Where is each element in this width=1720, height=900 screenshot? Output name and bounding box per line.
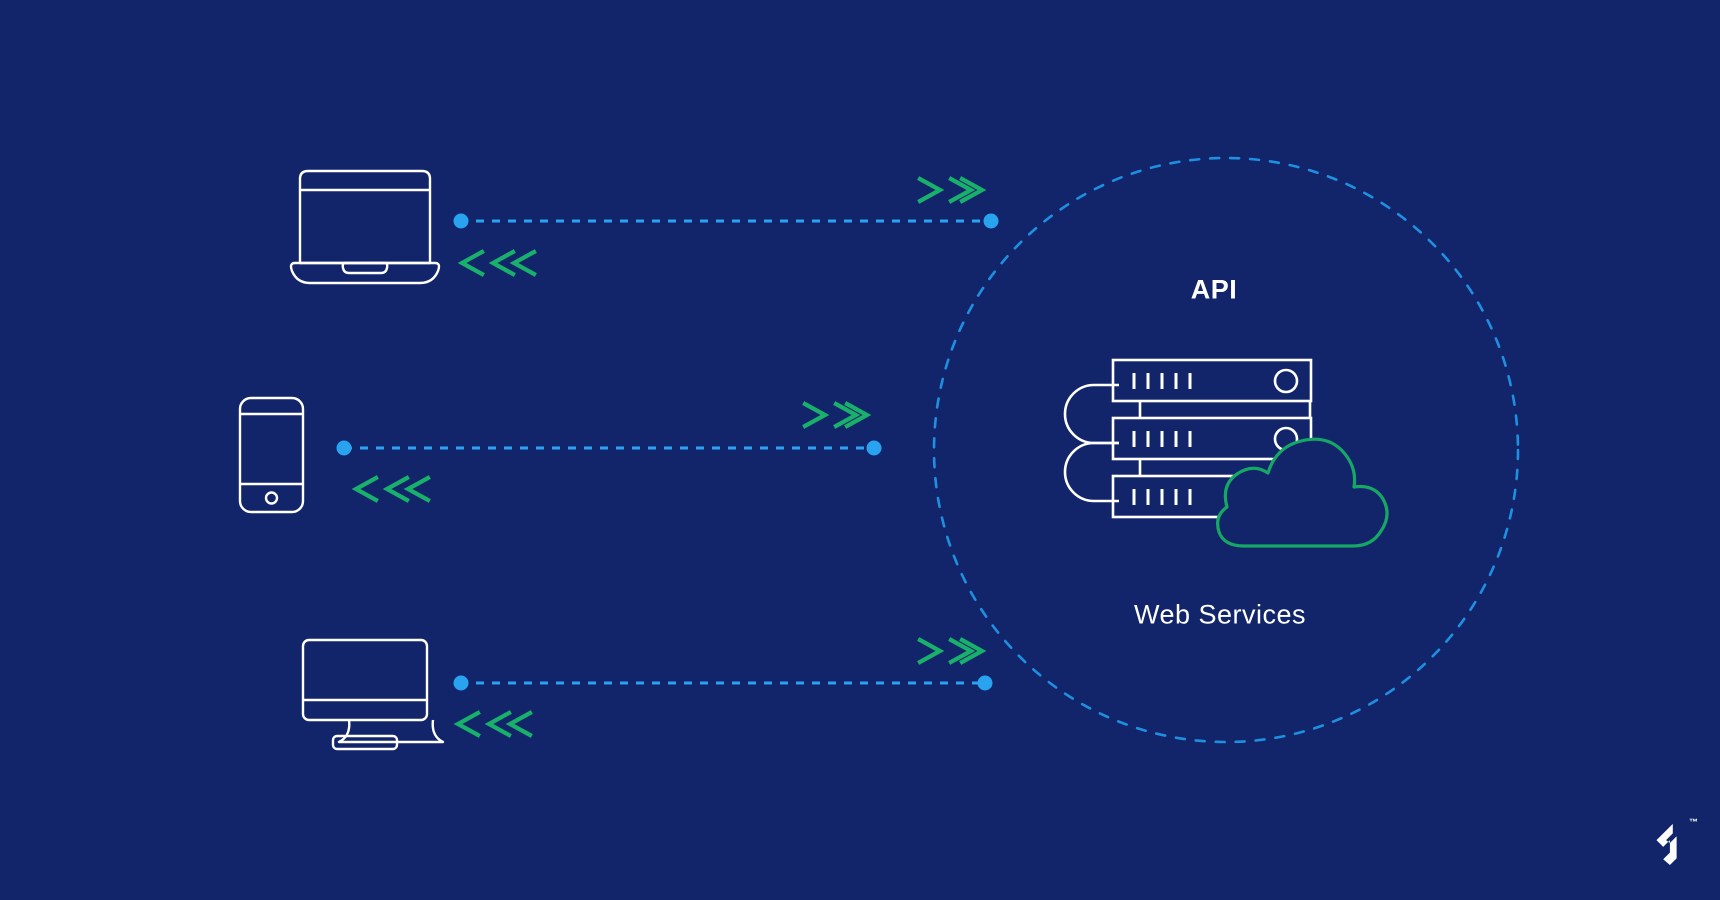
desktop-request-chevrons <box>917 637 987 665</box>
desktop-connector-dot-start <box>453 675 469 691</box>
cloud-icon <box>1216 437 1389 548</box>
desktop-connector-dot-end <box>977 675 993 691</box>
desktop-response-chevrons <box>453 710 533 738</box>
laptop-connector-dot-start <box>453 213 469 229</box>
desktop-monitor-icon <box>301 638 445 751</box>
desktop-connector <box>453 675 993 691</box>
server-unit-top <box>1111 358 1313 403</box>
cloud-fill <box>1217 439 1388 546</box>
api-boundary-circle <box>932 156 1520 744</box>
phone-connector <box>336 440 882 456</box>
toptal-logo <box>1656 823 1677 866</box>
trademark-symbol: ™ <box>1689 817 1698 827</box>
server-unit-top-ticks <box>1132 373 1192 389</box>
server-cable-loops <box>1063 383 1119 503</box>
laptop-response-chevrons <box>457 249 537 277</box>
phone-response-chevrons <box>351 475 431 503</box>
api-label: API <box>1190 274 1238 305</box>
server-unit-middle-ticks <box>1132 431 1192 447</box>
server-unit-top-status-light <box>1273 368 1299 394</box>
cloud-outline <box>1216 437 1389 548</box>
phone-connector-dot-end <box>866 440 882 456</box>
phone-connector-dot-start <box>336 440 352 456</box>
laptop-icon <box>289 169 441 285</box>
phone-request-chevrons <box>802 401 872 429</box>
laptop-connector-dot-end <box>983 213 999 229</box>
server-unit-bottom-ticks <box>1132 489 1192 505</box>
smartphone-icon <box>238 396 305 514</box>
laptop-connector <box>453 213 999 229</box>
web-services-label: Web Services <box>1133 599 1307 630</box>
laptop-request-chevrons <box>917 176 987 204</box>
